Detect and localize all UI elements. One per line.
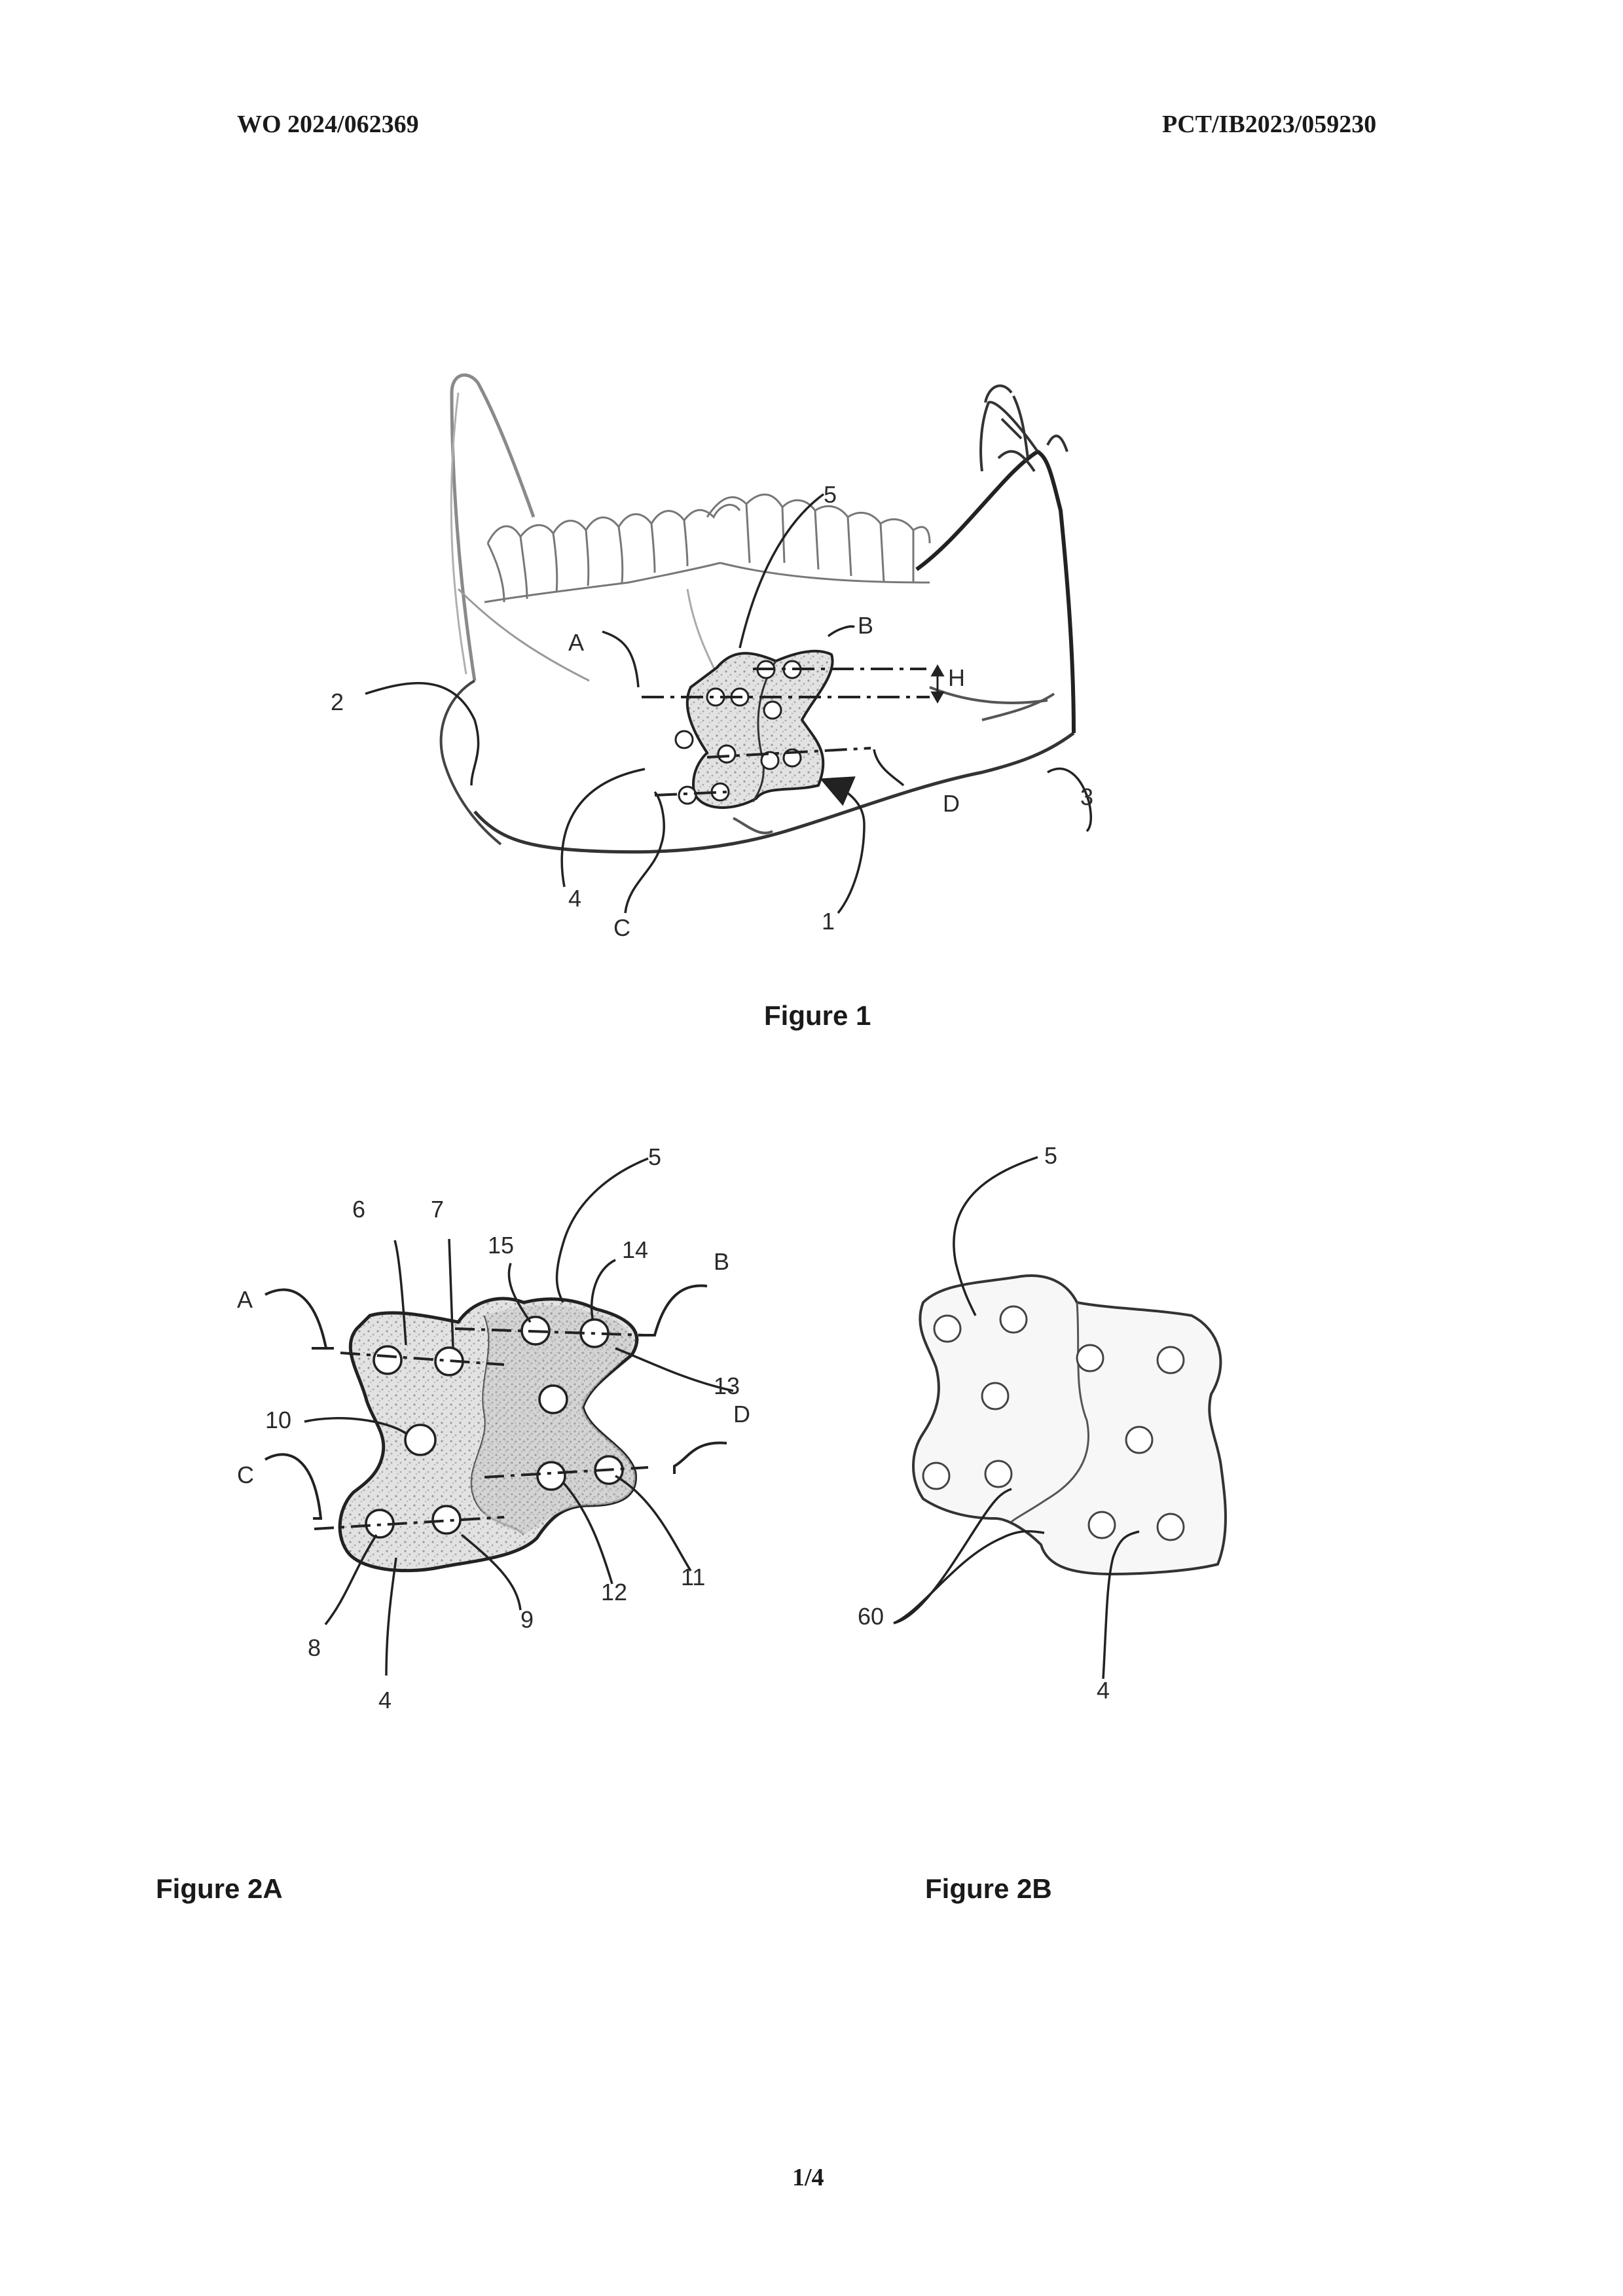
fig1-label-H: H (948, 664, 965, 691)
fig2a-label-5: 5 (648, 1143, 661, 1170)
fig1-label-3: 3 (1080, 783, 1093, 810)
fig2a-label-C: C (237, 1462, 254, 1488)
figure-2a-caption: Figure 2A (156, 1873, 283, 1905)
fig2a-label-D: D (733, 1401, 750, 1427)
fig2a-label-9: 9 (520, 1606, 534, 1633)
fig1-label-A: A (568, 629, 584, 656)
fig2b-label-5: 5 (1044, 1142, 1057, 1169)
fig2b-label-60: 60 (858, 1603, 884, 1630)
fig2a-label-15: 15 (488, 1232, 514, 1259)
fig1-label-B: B (858, 612, 873, 639)
fig1-label-4: 4 (568, 885, 581, 912)
fig2a-label-B: B (714, 1248, 729, 1275)
fig2a-label-12: 12 (601, 1579, 627, 1605)
fig2a-label-7: 7 (431, 1196, 444, 1223)
fig2a-label-4: 4 (378, 1687, 392, 1713)
fig2a-label-6: 6 (352, 1196, 365, 1223)
fig2a-label-8: 8 (308, 1634, 321, 1661)
teeth-row (484, 495, 930, 602)
fig2a-label-13: 13 (714, 1372, 740, 1399)
fig1-label-D: D (943, 790, 960, 817)
figure-1-caption: Figure 1 (764, 1000, 871, 1031)
fig2a-label-14: 14 (622, 1236, 648, 1263)
figure-2b-caption: Figure 2B (925, 1873, 1052, 1905)
fig1-label-2: 2 (331, 689, 344, 715)
fig1-label-C: C (613, 914, 630, 941)
fig2a-label-A: A (237, 1286, 253, 1313)
fig1-label-1: 1 (822, 908, 835, 935)
fig2a-label-10: 10 (265, 1407, 291, 1433)
fig2a-label-11: 11 (681, 1564, 705, 1590)
fig2b-label-4: 4 (1097, 1677, 1110, 1704)
fig1-label-5: 5 (824, 481, 837, 508)
height-arrow (932, 666, 943, 702)
page-number: 1/4 (792, 2163, 824, 2192)
